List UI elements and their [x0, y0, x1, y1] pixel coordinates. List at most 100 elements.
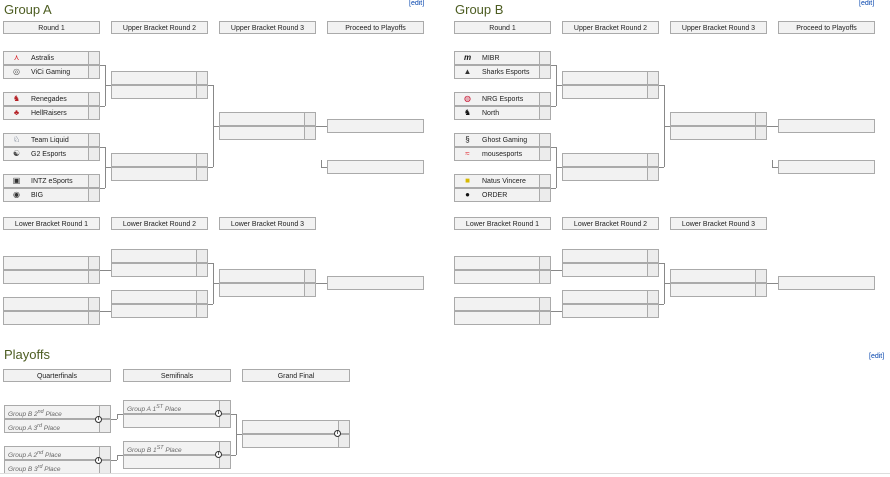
group-b-header-lower-round-2: Lower Bracket Round 2	[562, 217, 659, 230]
group-a-header-upper-round-2: Upper Bracket Round 2	[111, 21, 208, 34]
qf-slot[interactable]: Group A 2nd Place	[4, 446, 111, 460]
score-cell	[539, 175, 550, 187]
group-b-header-round-1: Round 1	[454, 21, 551, 34]
score-cell	[88, 175, 99, 187]
playoffs-title: Playoffs	[4, 347, 51, 362]
qf-slot[interactable]: Group A 3rd Place	[4, 419, 111, 433]
score-cell	[539, 107, 550, 119]
order-logo-icon: ●	[465, 190, 470, 199]
playoffs-edit-link[interactable]: [edit]	[869, 353, 885, 360]
placeholder-label: Group B 1ST Place	[127, 445, 182, 455]
sf-slot[interactable]	[123, 455, 231, 469]
team-name: BIG	[31, 192, 44, 199]
empty-slot	[111, 71, 208, 85]
group-a-team-slot[interactable]: ◉BIG	[3, 188, 100, 202]
match-info-icon[interactable]: i	[215, 410, 222, 417]
empty-slot	[111, 167, 208, 181]
score-cell	[88, 189, 99, 201]
group-b-team-slot[interactable]: ≈mousesports	[454, 147, 551, 161]
sf-slot[interactable]	[123, 414, 231, 428]
score-cell	[219, 401, 230, 413]
empty-slot	[670, 269, 767, 283]
empty-slot	[111, 290, 208, 304]
north-logo-icon: ♞	[463, 108, 472, 117]
proceed-slot	[778, 160, 875, 174]
group-b-team-slot[interactable]: ◍NRG Esports	[454, 92, 551, 106]
group-b-edit-link[interactable]: [edit]	[859, 0, 875, 7]
empty-slot	[562, 249, 659, 263]
group-a-edit-link[interactable]: [edit]	[409, 0, 425, 7]
group-b-team-slot[interactable]: ■Natus Vincere	[454, 174, 551, 188]
team-name: Astralis	[31, 55, 54, 62]
score-cell	[88, 134, 99, 146]
empty-slot	[562, 304, 659, 318]
score-cell	[88, 93, 99, 105]
group-a-team-slot[interactable]: ◎ ViCi Gaming	[3, 65, 100, 79]
group-a-team-slot[interactable]: ♘Team Liquid	[3, 133, 100, 147]
hellraisers-logo-icon: ♣	[13, 108, 20, 117]
proceed-slot	[778, 119, 875, 133]
score-cell	[219, 456, 230, 468]
group-a-team-slot[interactable]: ☯G2 Esports	[3, 147, 100, 161]
group-a-team-slot[interactable]: ♞ Renegades	[3, 92, 100, 106]
score-cell	[88, 52, 99, 64]
team-name: ViCi Gaming	[31, 69, 71, 76]
score-cell	[219, 442, 230, 454]
empty-slot	[562, 263, 659, 277]
intz-esports-logo-icon: ▣	[12, 176, 21, 185]
empty-slot	[562, 167, 659, 181]
team-name: Renegades	[31, 96, 67, 103]
match-info-icon[interactable]: i	[215, 451, 222, 458]
score-cell	[88, 66, 99, 78]
astralis-logo-icon: ⋏	[13, 53, 20, 62]
group-a-header-lower-round-1: Lower Bracket Round 1	[3, 217, 100, 230]
group-b-team-slot[interactable]: ♞North	[454, 106, 551, 120]
renegades-logo-icon: ♞	[12, 94, 21, 103]
placeholder-label: Group A 2nd Place	[8, 450, 62, 460]
team-name: ORDER	[482, 192, 508, 199]
g2-esports-logo-icon: ☯	[12, 149, 21, 158]
empty-slot	[3, 311, 100, 325]
team-name: Ghost Gaming	[482, 137, 528, 144]
group-a-team-slot[interactable]: ♣ HellRaisers	[3, 106, 100, 120]
sf-slot[interactable]: Group B 1ST Place	[123, 441, 231, 455]
placeholder-label: Group B 2nd Place	[8, 409, 62, 419]
match-info-icon[interactable]: i	[95, 457, 102, 464]
empty-slot	[111, 249, 208, 263]
match-info-icon[interactable]: i	[95, 416, 102, 423]
final-slot[interactable]	[242, 434, 350, 448]
score-cell	[88, 148, 99, 160]
group-b-team-slot[interactable]: ▲Sharks Esports	[454, 65, 551, 79]
empty-slot	[454, 256, 551, 270]
empty-slot	[454, 311, 551, 325]
qf-slot[interactable]: Group B 2nd Place	[4, 405, 111, 419]
group-b-team-slot[interactable]: ● ORDER	[454, 188, 551, 202]
sf-slot[interactable]: Group A 1ST Place	[123, 400, 231, 414]
empty-slot	[219, 283, 316, 297]
team-name: HellRaisers	[31, 110, 67, 117]
empty-slot	[3, 256, 100, 270]
empty-slot	[3, 270, 100, 284]
proceed-slot	[327, 160, 424, 174]
final-slot[interactable]	[242, 420, 350, 434]
score-cell	[99, 420, 110, 432]
empty-slot	[111, 153, 208, 167]
nrg-esports-logo-icon: ◍	[464, 94, 471, 103]
placeholder-label: Group A 1ST Place	[127, 404, 182, 414]
group-a-header-lower-round-2: Lower Bracket Round 2	[111, 217, 208, 230]
score-cell	[99, 447, 110, 459]
sharks-esports-logo-icon: ▲	[463, 67, 472, 76]
group-a-header-upper-round-3: Upper Bracket Round 3	[219, 21, 316, 34]
group-a-team-slot[interactable]: ▣INTZ eSports	[3, 174, 100, 188]
ghost-gaming-logo-icon: §	[465, 135, 470, 144]
empty-slot	[670, 283, 767, 297]
group-b-team-slot[interactable]: § Ghost Gaming	[454, 133, 551, 147]
score-cell	[99, 461, 110, 473]
empty-slot	[670, 126, 767, 140]
empty-slot	[3, 297, 100, 311]
vici-gaming-logo-icon: ◎	[13, 67, 20, 76]
group-a-team-slot[interactable]: ⋏ Astralis	[3, 51, 100, 65]
empty-slot	[111, 85, 208, 99]
match-info-icon[interactable]: i	[334, 430, 341, 437]
